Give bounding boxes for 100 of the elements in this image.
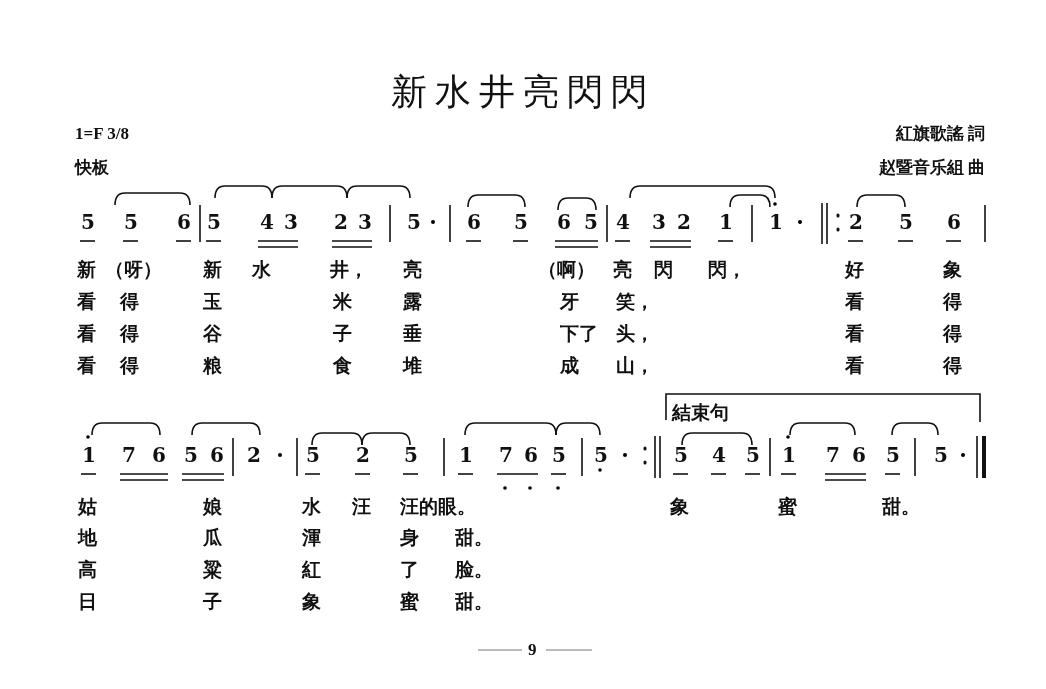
note-number: 5 — [674, 443, 688, 467]
lyric-text: 閃 — [654, 259, 673, 281]
lyric-text: 谷 — [203, 323, 222, 345]
note-number: 6 — [852, 443, 866, 467]
lyric-text: 米 — [333, 291, 352, 313]
lyric-text: 水 — [252, 259, 271, 281]
note-number: 5 — [886, 443, 900, 467]
lyric-text: 新 — [77, 259, 96, 281]
lyric-text: 甜。 — [455, 527, 493, 549]
lyric-text: 象 — [943, 259, 962, 281]
lyric-text: 渾 — [302, 527, 321, 549]
lyric-text: 山， — [616, 355, 654, 377]
note-number: 6 — [210, 443, 224, 467]
note-number: 1 — [782, 443, 796, 467]
lyric-text: 得 — [943, 291, 962, 313]
note-number: 5 — [899, 210, 913, 234]
note-number: 5 — [404, 443, 418, 467]
note-number: 2 — [849, 210, 863, 234]
lyric-text: 甜。 — [455, 591, 493, 613]
note-number: 3 — [284, 210, 298, 234]
title: 新水井亮閃閃 — [390, 71, 656, 114]
lyric-text: 汪 — [352, 496, 371, 518]
credit-text: 赵暨音乐組 曲 — [878, 158, 985, 178]
lyric-text: 看 — [845, 291, 864, 313]
note-number: 2 — [356, 443, 370, 467]
lyric-text: 得 — [120, 323, 139, 345]
lyric-text: 粱 — [203, 559, 222, 581]
note-number: 5 — [124, 210, 138, 234]
lyric-text: 露 — [403, 291, 422, 313]
lyric-text: 笑， — [616, 291, 654, 313]
note-number: 7 — [499, 443, 513, 467]
lyric-text: 粮 — [203, 355, 222, 377]
lyric-text: 得 — [120, 355, 139, 377]
note-number: 1 — [719, 210, 733, 234]
lyric-text: 玉 — [203, 291, 222, 313]
lyric-text: 垂 — [403, 323, 422, 345]
note-number: 6 — [152, 443, 166, 467]
lyric-text: 象 — [670, 496, 689, 518]
lyric-text: 下了 — [560, 323, 598, 345]
lyric-text: 看 — [845, 323, 864, 345]
lyric-text: （啊） — [538, 259, 595, 281]
credit-text: 紅旗歌謠 詞 — [895, 124, 985, 144]
lyric-text: 子 — [333, 323, 352, 345]
lyric-text: 得 — [943, 323, 962, 345]
lyric-text: 象 — [302, 591, 321, 613]
note-number: 7 — [826, 443, 840, 467]
lyric-text: 蜜 — [778, 496, 797, 518]
lyric-text: 脸。 — [455, 559, 493, 581]
note-number: 4 — [712, 443, 726, 467]
lyric-text: 了 — [400, 559, 419, 581]
lyric-text: 得 — [943, 355, 962, 377]
lyric-text: 姑 — [78, 496, 97, 518]
note-number: 1 — [459, 443, 473, 467]
note-number: 5 — [81, 210, 95, 234]
note-number: 5 — [184, 443, 198, 467]
note-number: 5 — [207, 210, 221, 234]
note-number: 1 — [769, 210, 783, 234]
lyric-text: 好 — [845, 259, 864, 281]
lyric-text: 看 — [845, 355, 864, 377]
lyric-text: 瓜 — [203, 527, 222, 549]
note-number: 5 — [514, 210, 528, 234]
lyric-text: 汪的眼。 — [400, 496, 476, 518]
lyric-text: 看 — [77, 291, 96, 313]
lyric-text: 牙 — [560, 291, 579, 313]
note-number: 5 — [746, 443, 760, 467]
note-number: 6 — [557, 210, 571, 234]
note-number: 2 — [334, 210, 348, 234]
key-signature: 1=F 3/8 — [75, 124, 129, 144]
lyric-text: 堆 — [403, 355, 422, 377]
note-number: 5 — [552, 443, 566, 467]
lyric-text: 亮 — [403, 259, 422, 281]
lyric-text: 子 — [203, 591, 222, 613]
lyric-text: 食 — [333, 355, 352, 377]
note-number: 5 — [594, 443, 608, 467]
lyric-text: 地 — [78, 527, 97, 549]
note-number: 3 — [358, 210, 372, 234]
lyric-text: 看 — [77, 355, 96, 377]
lyric-text: 得 — [120, 291, 139, 313]
lyric-text: 閃， — [708, 259, 746, 281]
note-number: 6 — [467, 210, 481, 234]
note-number: 6 — [524, 443, 538, 467]
note-number: 1 — [82, 443, 96, 467]
lyric-text: 看 — [77, 323, 96, 345]
lyric-text: 蜜 — [400, 591, 419, 613]
note-number: 4 — [260, 210, 274, 234]
note-number: 2 — [677, 210, 691, 234]
note-number: 5 — [407, 210, 421, 234]
tempo-marking: 快板 — [75, 158, 109, 178]
lyric-text: 身 — [400, 527, 419, 549]
lyric-text: 日 — [78, 591, 97, 613]
lyric-text: 亮 — [613, 259, 632, 281]
page-number: 9 — [528, 640, 537, 660]
note-number: 3 — [652, 210, 666, 234]
lyric-text: 新 — [203, 259, 222, 281]
lyric-text: 水 — [302, 496, 321, 518]
lyric-text: （呀） — [105, 259, 162, 281]
note-number: 2 — [247, 443, 261, 467]
note-number: 4 — [616, 210, 630, 234]
note-number: 6 — [947, 210, 961, 234]
note-number: 6 — [177, 210, 191, 234]
